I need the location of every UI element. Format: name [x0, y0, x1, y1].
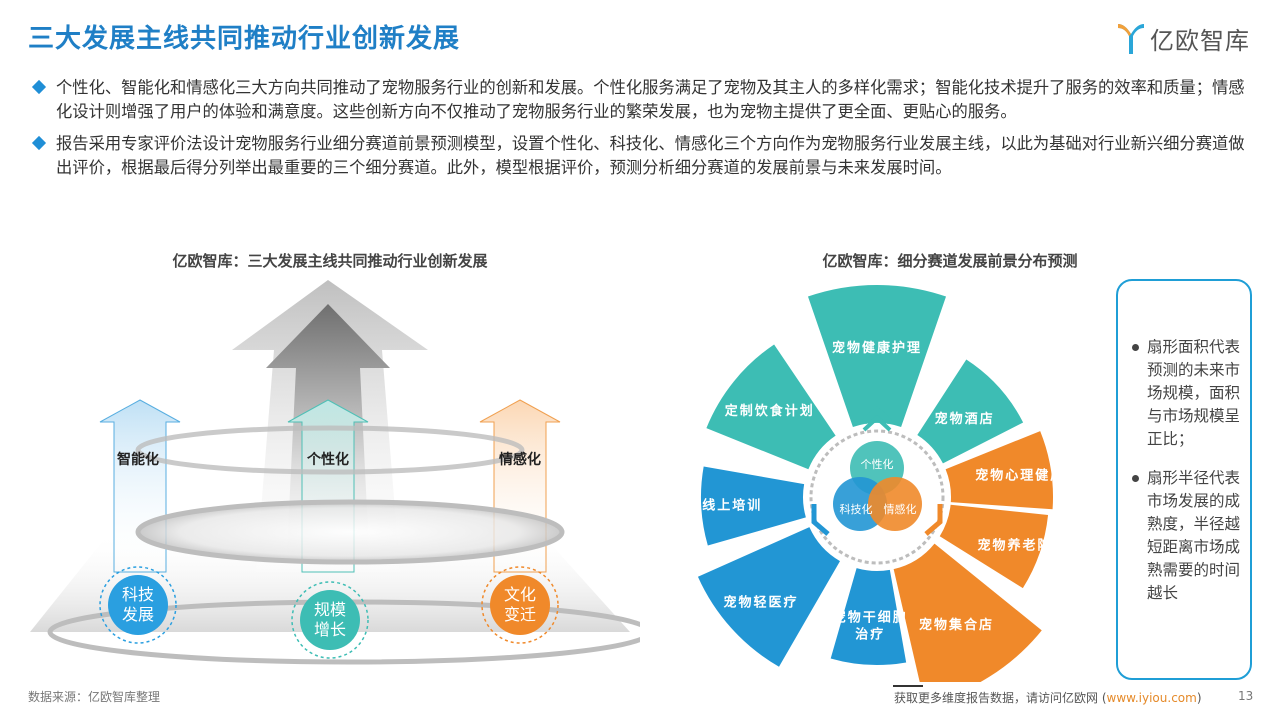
source-note: 数据来源：亿欧智库整理 — [28, 690, 161, 704]
bullet-text: 个性化、智能化和情感化三大方向共同推动了宠物服务行业的创新和发展。个性化服务满足… — [56, 78, 1245, 121]
factor-circle-culture: 文化 变迁 — [481, 566, 559, 644]
legend-note: 扇形面积代表预测的未来市场规模，面积与市场规模呈正比； — [1132, 336, 1243, 451]
logo: 亿欧智库 — [1116, 18, 1256, 58]
wheel-segment — [701, 466, 806, 546]
venn-label: 情感化 — [884, 502, 917, 516]
left-chart-title: 亿欧智库：三大发展主线共同推动行业创新发展 — [172, 252, 488, 270]
page-title: 三大发展主线共同推动行业创新发展 — [28, 24, 461, 54]
wheel-segment — [893, 543, 1042, 682]
footer-more: 获取更多维度报告数据，请访问亿欧网 (www.iyiou.com) — [894, 689, 1202, 706]
venn-emotion — [868, 477, 922, 531]
segment-label: 定制饮食计划 — [724, 403, 815, 419]
right-chart-title: 亿欧智库：细分赛道发展前景分布预测 — [822, 252, 1078, 270]
factor-circle-scale: 规模 增长 — [291, 581, 369, 659]
legend-note-text: 扇形半径代表市场发展的成熟度，半径越短距离市场成熟需要的时间越长 — [1147, 469, 1241, 602]
frame-corner-left — [811, 504, 830, 536]
wheel-segment — [939, 504, 1049, 589]
frame-corner-right — [924, 504, 943, 536]
bullet-dot-icon — [1132, 475, 1139, 482]
segment-label: 宠物酒店 — [935, 411, 995, 427]
bullet-list: 个性化、智能化和情感化三大方向共同推动了宠物服务行业的创新和发展。个性化服务满足… — [30, 76, 1252, 188]
logo-text: 亿欧智库 — [1150, 26, 1250, 55]
footer-link[interactable]: www.iyiou.com — [1106, 691, 1197, 705]
legend-note-box — [1116, 279, 1252, 680]
footer-more-text: 获取更多维度报告数据，请访问亿欧网 ( — [894, 691, 1107, 705]
arrow-label: 智能化 — [116, 451, 159, 468]
frame-chevron-top — [861, 405, 893, 425]
legend-note-text: 扇形面积代表预测的未来市场规模，面积与市场规模呈正比； — [1147, 338, 1241, 448]
bullet-dot-icon — [1132, 344, 1139, 351]
wheel-segment — [706, 344, 836, 470]
segment-label: 宠物干细胞治疗 — [833, 609, 908, 642]
svg-text:变迁: 变迁 — [504, 605, 536, 624]
svg-text:发展: 发展 — [122, 605, 154, 624]
wheel-segment — [807, 285, 947, 428]
footer-close: ) — [1196, 691, 1202, 705]
diamond-icon — [31, 79, 47, 95]
svg-text:规模: 规模 — [314, 600, 346, 619]
middle-ring — [135, 499, 565, 565]
segment-label: 宠物集合店 — [919, 617, 994, 633]
segment-label: 宠物轻医疗 — [724, 594, 799, 610]
segment-label: 宠物健康护理 — [832, 340, 922, 356]
footer-divider — [893, 685, 923, 687]
segment-label: 线上培训 — [702, 498, 762, 514]
bullet-text: 报告采用专家评价法设计宠物服务行业细分赛道前景预测模型，设置个性化、科技化、情感… — [56, 134, 1245, 177]
diamond-icon — [31, 135, 47, 151]
wheel-segment — [830, 568, 907, 665]
wheel-segment — [917, 359, 1024, 464]
page-number: 13 — [1238, 689, 1254, 703]
bullet-item: 报告采用专家评价法设计宠物服务行业细分赛道前景预测模型，设置个性化、科技化、情感… — [30, 132, 1252, 180]
arrow-label: 情感化 — [499, 451, 541, 468]
segment-label: 宠物心理健康 — [975, 467, 1065, 483]
venn-label: 个性化 — [861, 457, 894, 471]
venn-label: 科技化 — [840, 502, 873, 516]
svg-text:科技: 科技 — [122, 585, 154, 604]
logo-icon — [1118, 24, 1144, 54]
wheel-segment — [697, 527, 840, 667]
legend-note: 扇形半径代表市场发展的成熟度，半径越短距离市场成熟需要的时间越长 — [1132, 467, 1243, 605]
svg-text:文化: 文化 — [504, 585, 536, 604]
factor-circle-tech: 科技 发展 — [99, 566, 177, 644]
bullet-item: 个性化、智能化和情感化三大方向共同推动了宠物服务行业的创新和发展。个性化服务满足… — [30, 76, 1252, 124]
arrow-label: 个性化 — [306, 451, 349, 468]
segment-label: 宠物养老院 — [978, 538, 1053, 554]
frame-chevron-top — [862, 415, 892, 432]
svg-text:增长: 增长 — [314, 620, 346, 639]
arrow-diagram: 智能化 个性化 情感化 科技 发展 规模 增长 文化 变迁 — [30, 280, 640, 665]
top-ring — [135, 425, 525, 475]
wheel-segment — [945, 431, 1053, 510]
segment-wheel: 个性化 科技化 情感化 宠物健康护理宠物酒店宠物心理健康宠物养老院宠物集合店宠物… — [697, 285, 1065, 682]
middle-disk — [138, 502, 562, 562]
